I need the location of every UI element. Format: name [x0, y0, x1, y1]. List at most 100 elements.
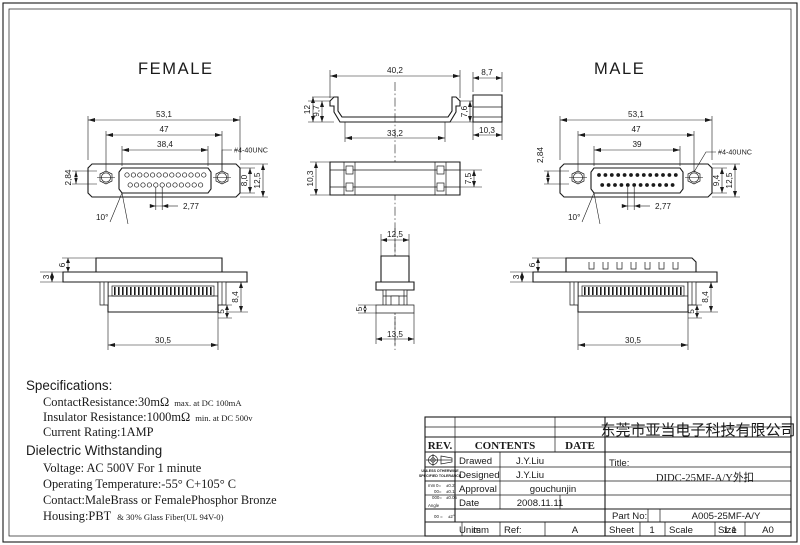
- dim-text-5-female: 5: [217, 309, 226, 314]
- dim-text-40-2: 40,2: [387, 66, 403, 75]
- center-detail-dim-13-5: 13,5: [375, 313, 415, 344]
- female-contact-array: [124, 172, 207, 188]
- center-dim-10-3-plan: 10,3: [306, 161, 330, 196]
- female-view-label: FEMALE: [138, 60, 214, 78]
- units-label: Units: [459, 525, 481, 536]
- dim-text-7-5: 7,5: [464, 172, 473, 184]
- center-detail-view: 12,5 5 13,5: [355, 228, 415, 350]
- male-thread-callout: #4-40UNC: [693, 148, 752, 173]
- specifications-block: Specifications: ContactResistance:30mΩ m…: [26, 378, 277, 524]
- header-date: DATE: [565, 440, 595, 452]
- dim-text-12-5-detail: 12,5: [387, 230, 403, 239]
- scale-label: Scale: [669, 525, 693, 536]
- male-side-dim-30-5: 30,5: [577, 312, 689, 350]
- dim-text-8-7: 8,7: [481, 68, 493, 77]
- tolerance-row-1-value: ±0.1: [446, 489, 455, 494]
- male-front-view: 53,1 47 39 #4-40UNC 2,84: [536, 110, 752, 225]
- dim-text-39: 39: [632, 140, 642, 149]
- female-side-dim-30-5: 30,5: [107, 312, 219, 350]
- tolerance-angle-places: 00 =: [434, 514, 443, 519]
- male-side-view: 6 3 8,4 5 30,5: [510, 257, 718, 350]
- tolerance-row-2-value: ±0.05: [446, 495, 458, 500]
- dim-text-12-5-male: 12,5: [725, 172, 734, 188]
- male-side-contact-comb: [584, 287, 682, 295]
- tolerance-row-0-value: ±0.2: [446, 483, 455, 488]
- tolerance-row-2-places: 000=: [432, 495, 442, 500]
- dim-text-47: 47: [159, 125, 169, 134]
- dim-text-3-female: 3: [42, 274, 51, 279]
- center-plan-view: 10,3 7,5: [306, 161, 482, 196]
- tolerance-sym-linear: mm: [428, 483, 436, 488]
- size-value: A0: [762, 525, 774, 536]
- male-side-dim-5: 5: [687, 304, 702, 319]
- tolerance-row-1-places: 00=: [434, 489, 442, 494]
- female-side-dim-5: 5: [217, 304, 232, 319]
- tolerance-note-line1: UNLESS OTHERWISE: [421, 469, 459, 473]
- tolerance-sym-angle: Angle: [428, 503, 440, 508]
- center-dim-33-2: 33,2: [344, 122, 446, 142]
- male-dim-overall-width: 53,1: [559, 110, 713, 160]
- ref-value: A: [572, 525, 579, 536]
- size-label: Size: [718, 525, 737, 536]
- part-no-value: A005-25MF-A/Y: [692, 511, 761, 522]
- row-label-drawed: Drawed: [459, 456, 492, 467]
- dim-text-8-4-male: 8,4: [701, 291, 710, 303]
- tolerance-row-0-places: 0=: [436, 483, 441, 488]
- dim-text-2-84-female: 2,84: [64, 169, 73, 185]
- female-thread-callout: #4-40UNC: [221, 146, 268, 171]
- row-label-approval: Approval: [459, 484, 497, 495]
- dim-text-6-female: 6: [58, 262, 67, 267]
- tolerance-note: UNLESS OTHERWISE SPECIFIED TOLERANCE mm …: [419, 469, 462, 519]
- row-value-date: 2008.11.11: [517, 498, 564, 509]
- male-view-label: MALE: [594, 60, 645, 78]
- dim-text-38-4: 38,4: [157, 140, 173, 149]
- male-side-slot-array: [588, 262, 679, 270]
- center-dim-heights-left: 12 9,7: [303, 96, 334, 123]
- female-dim-heights: 8,0 12,5: [240, 163, 268, 198]
- sheet-value: 1: [649, 525, 654, 536]
- title-label: Title:: [609, 458, 629, 469]
- dim-text-2-77-male: 2,77: [655, 202, 671, 211]
- specifications-heading: Specifications:: [26, 378, 112, 393]
- male-dim-screw-pitch: 47: [577, 125, 695, 171]
- dim-text-7-6: 7,6: [460, 105, 469, 117]
- row-value-drawed: J.Y.Liu: [516, 456, 544, 467]
- title-block: 东莞市亚当电子科技有限公司 REV. CONTENTS DATE UNLESS …: [419, 416, 796, 537]
- dim-text-13-5: 13,5: [387, 330, 403, 339]
- female-side-dim-8-4: 8,4: [226, 281, 248, 313]
- female-dim-contact-span: 38,4: [121, 140, 209, 166]
- female-mounting-boss-right: [213, 170, 231, 185]
- scale-value: 1:1: [723, 525, 736, 536]
- center-dim-40-2: 40,2: [329, 66, 461, 98]
- female-dim-2-84: 2,84: [64, 169, 97, 185]
- dim-text-8-4-female: 8,4: [231, 291, 240, 303]
- dim-text-thread-male: #4-40UNC: [718, 148, 752, 157]
- dim-text-53-1: 53,1: [156, 110, 172, 119]
- row-value-approval: gouchunjin: [530, 484, 576, 495]
- tolerance-note-line2: SPECIFIED TOLERANCE: [419, 474, 462, 478]
- dielectric-heading: Dielectric Withstanding: [26, 443, 162, 458]
- center-detail-dim-5: 5: [355, 304, 376, 314]
- center-detail-dim-12-5: 12,5: [380, 230, 410, 256]
- dim-text-3-male: 3: [512, 274, 521, 279]
- female-dim-overall-width: 53,1: [87, 110, 241, 160]
- dim-text-10deg-female: 10°: [96, 213, 108, 222]
- dim-text-10-3-plan: 10,3: [306, 170, 315, 186]
- sheet-label: Sheet: [609, 525, 634, 536]
- title-value: DIDC-25MF-A/Y外扣: [656, 471, 754, 484]
- dim-text-10deg-male: 10°: [568, 213, 580, 222]
- dim-text-30-5-female: 30,5: [155, 336, 171, 345]
- male-dim-2-84: 2,84: [536, 147, 569, 185]
- center-top-section-view: 40,2 12 9,7 7,6 33,2: [303, 66, 478, 345]
- female-front-view: 53,1 47 38,4 #4-40UNC 2,84: [64, 110, 268, 225]
- header-contents: CONTENTS: [475, 440, 536, 452]
- male-angle-callout: 10°: [568, 192, 601, 225]
- dim-text-2-77-female: 2,77: [183, 202, 199, 211]
- dim-text-47-male: 47: [631, 125, 641, 134]
- first-angle-projection-icon: [426, 454, 453, 466]
- female-side-dim-6-3: 6 3: [40, 257, 96, 283]
- dim-text-5-detail: 5: [355, 306, 364, 311]
- units-value: mm: [473, 525, 489, 536]
- spec2-line-3: Housing:PBT & 30% Glass Fiber(UL 94V-0): [43, 507, 224, 524]
- dim-text-6-male: 6: [528, 262, 537, 267]
